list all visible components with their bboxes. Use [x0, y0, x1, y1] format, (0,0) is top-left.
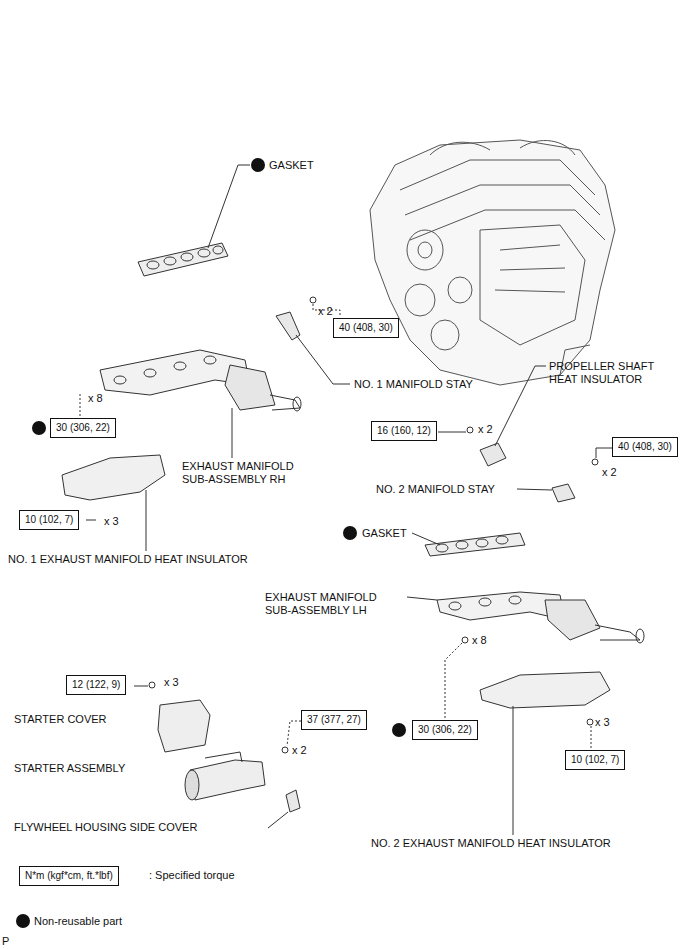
part-label: x 3	[595, 716, 610, 729]
torque-box: 40 (408, 30)	[612, 437, 678, 457]
part-label: NO. 1 EXHAUST MANIFOLD HEAT INSULATOR	[8, 553, 248, 566]
part-label: x 2	[318, 305, 333, 318]
part-label: EXHAUST MANIFOLD SUB-ASSEMBLY RH	[182, 460, 317, 486]
part-label: NO. 2 EXHAUST MANIFOLD HEAT INSULATOR	[371, 837, 611, 850]
part-label: STARTER ASSEMBLY	[14, 762, 125, 775]
torque-box: 12 (122, 9)	[66, 675, 126, 695]
torque-value: 16 (160, 12)	[377, 425, 431, 436]
torque-value: 10 (102, 7)	[571, 754, 619, 765]
part-label: x 2	[478, 423, 493, 436]
torque-value: 40 (408, 30)	[339, 322, 393, 333]
torque-box: 16 (160, 12)	[371, 421, 437, 441]
heat-insulator-2	[480, 672, 610, 708]
starter-drawing	[185, 747, 288, 800]
propeller-insulator	[480, 443, 506, 466]
torque-box: 30 (306, 22)	[412, 720, 478, 740]
gasket-rh	[138, 243, 228, 276]
torque-value: 30 (306, 22)	[418, 724, 472, 735]
part-label: P	[2, 935, 9, 948]
engine-drawing	[370, 140, 615, 385]
heat-insulator-1	[62, 455, 165, 500]
legend-text: Non-reusable part	[34, 915, 122, 928]
part-label: PROPELLER SHAFT HEAT INSULATOR	[549, 360, 679, 386]
torque-box: 40 (408, 30)	[333, 318, 399, 338]
torque-box: 10 (102, 7)	[19, 510, 79, 530]
torque-box: N*m (kgf*cm, ft.*lbf)	[19, 866, 119, 886]
torque-value: 40 (408, 30)	[618, 441, 672, 452]
starter-cover	[158, 700, 210, 752]
torque-box: 10 (102, 7)	[565, 750, 625, 770]
part-label: x 2	[292, 744, 307, 757]
part-label: x 3	[104, 515, 119, 528]
part-label: x 3	[164, 676, 179, 689]
manifold-stay-2	[552, 484, 575, 502]
torque-value: 10 (102, 7)	[25, 514, 73, 525]
part-label: x 8	[472, 634, 487, 647]
part-label: STARTER COVER	[14, 713, 107, 726]
non-reusable-dots	[16, 158, 406, 928]
flywheel-cover	[286, 790, 300, 812]
torque-box: 30 (306, 22)	[50, 418, 116, 438]
exhaust-manifold-rh	[100, 350, 301, 411]
legend-text: : Specified torque	[149, 869, 235, 882]
part-label: GASKET	[269, 159, 314, 172]
part-label: NO. 2 MANIFOLD STAY	[376, 483, 495, 496]
part-label: GASKET	[362, 527, 407, 540]
torque-value: 30 (306, 22)	[56, 422, 110, 433]
torque-box: 37 (377, 27)	[301, 710, 367, 730]
part-label: EXHAUST MANIFOLD SUB-ASSEMBLY LH	[265, 591, 400, 617]
torque-value: 37 (377, 27)	[307, 714, 361, 725]
part-label: x 8	[88, 392, 103, 405]
torque-value: N*m (kgf*cm, ft.*lbf)	[25, 870, 113, 881]
part-label: x 2	[602, 466, 617, 479]
part-label: FLYWHEEL HOUSING SIDE COVER	[14, 821, 197, 834]
part-label: NO. 1 MANIFOLD STAY	[354, 378, 473, 391]
leader-lines	[80, 165, 612, 835]
exhaust-manifold-lh	[437, 592, 644, 643]
torque-value: 12 (122, 9)	[72, 679, 120, 690]
